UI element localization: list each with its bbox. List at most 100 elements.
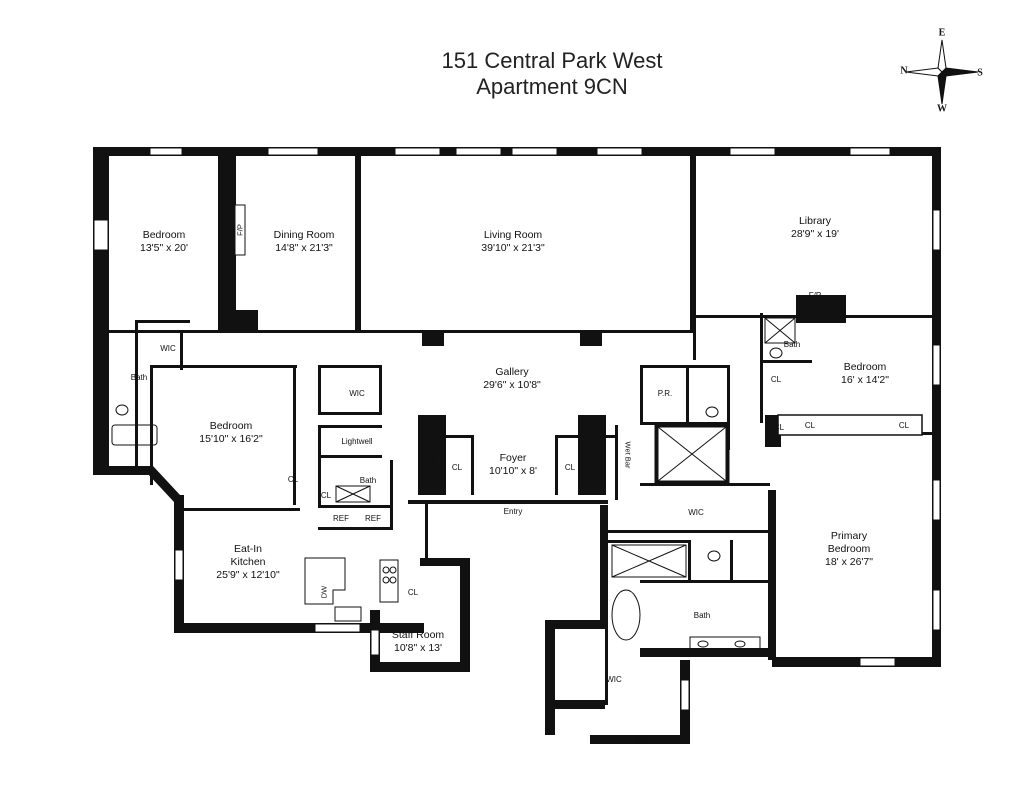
- primary-south-wall: [772, 657, 941, 667]
- entry-wall: [408, 500, 608, 504]
- wall-segment: [180, 330, 183, 370]
- wall-segment: [318, 365, 321, 415]
- room-dims: 39'10" x 21'3": [481, 242, 545, 254]
- wic-label: WIC: [635, 736, 651, 745]
- room-name: Bedroom: [142, 229, 186, 241]
- wall-segment: [150, 365, 297, 368]
- wall-segment: [218, 147, 236, 332]
- ref-label: REF: [333, 514, 349, 523]
- fireplace-block: [796, 295, 846, 323]
- compass-west-label: W: [937, 103, 947, 115]
- cl-label: CL: [804, 421, 816, 430]
- wall-segment: [600, 505, 608, 620]
- room-name-2: Kitchen: [230, 556, 266, 568]
- wall-segment: [390, 460, 393, 530]
- room-library: Library 28'9" x 19': [791, 215, 839, 241]
- wall-segment: [388, 330, 693, 333]
- wall-segment: [318, 412, 382, 415]
- lightwell-label: Lightwell: [341, 437, 373, 446]
- wall-segment: [147, 466, 180, 502]
- compass-south-label: S: [977, 67, 983, 79]
- kitchen-south-wall: [174, 623, 424, 633]
- cl-label: CL: [898, 421, 910, 430]
- entry-label: Entry: [503, 507, 523, 516]
- room-name: Foyer: [499, 452, 527, 464]
- wic-label: WIC: [606, 675, 622, 684]
- bath-label: Bath: [130, 373, 148, 382]
- wall-segment: [318, 365, 382, 368]
- wall-segment: [688, 540, 691, 580]
- column: [580, 333, 602, 346]
- wall-segment: [640, 580, 770, 583]
- room-name: Bedroom: [209, 420, 253, 432]
- closet-north-wall: [545, 620, 605, 629]
- column: [422, 333, 444, 346]
- wall-segment: [690, 156, 696, 331]
- wall-segment: [555, 435, 615, 438]
- wall-segment: [608, 530, 768, 533]
- wall-segment: [605, 620, 608, 705]
- room-kitchen: Eat-In Kitchen 25'9" x 12'10": [216, 543, 279, 582]
- room-living: Living Room 39'10" x 21'3": [481, 229, 544, 255]
- ref-label: REF: [365, 514, 381, 523]
- wall-segment: [355, 156, 361, 331]
- room-dims: 18' x 26'7": [824, 556, 874, 568]
- staff-north-wall: [420, 558, 470, 566]
- room-dims: 15'10" x 16'2": [199, 433, 263, 445]
- wall-segment: [188, 330, 388, 333]
- wall-segment: [686, 365, 689, 425]
- compass-north-label: N: [900, 65, 908, 77]
- compass-rose: [905, 39, 979, 105]
- closet-west-wall: [545, 620, 555, 735]
- cl-label: CL: [588, 439, 600, 448]
- cl-label: CL: [588, 482, 600, 491]
- wet-bar-label: Wet Bar: [623, 441, 633, 469]
- wall-segment: [93, 466, 153, 475]
- wall-segment: [760, 360, 812, 363]
- cl-label: CL: [770, 375, 782, 384]
- wall-segment: [640, 483, 770, 486]
- staff-east-wall: [460, 558, 470, 672]
- room-dims: 14'8" x 21'3": [275, 242, 333, 254]
- bath-label: Bath: [359, 476, 377, 485]
- cl-label: CL: [451, 463, 463, 472]
- fp-label: F/P: [808, 291, 822, 300]
- wall-segment: [730, 540, 733, 580]
- wall-segment: [693, 315, 941, 318]
- room-bedroom-mid: Bedroom 15'10" x 16'2": [199, 420, 262, 446]
- room-dims: 10'8" x 13': [393, 642, 443, 654]
- room-dims: 10'10" x 8': [488, 465, 538, 477]
- cl-label: CL: [287, 475, 299, 484]
- room-name: Primary: [830, 530, 868, 542]
- wall-segment: [318, 527, 393, 530]
- wic-label: WIC: [160, 344, 176, 353]
- fp-label-dining: F/P: [235, 224, 245, 236]
- wic-label: WIC: [688, 508, 704, 517]
- wall-segment: [379, 365, 382, 415]
- room-name: Living Room: [483, 229, 543, 241]
- wall-segment: [446, 435, 474, 438]
- room-dining: Dining Room 14'8" x 21'3": [274, 229, 335, 255]
- wall-segment: [640, 365, 643, 425]
- room-primary: Primary Bedroom 18' x 26'7": [825, 530, 873, 569]
- room-dims: 25'9" x 12'10": [216, 569, 280, 581]
- wall-segment: [318, 425, 321, 505]
- closet-wall: [545, 700, 605, 709]
- wall-segment: [640, 365, 730, 368]
- room-dims: 16' x 14'2": [840, 374, 890, 386]
- column: [765, 415, 781, 447]
- wall-segment: [608, 540, 688, 543]
- address-line: 151 Central Park West: [441, 48, 663, 73]
- wall-segment: [727, 365, 730, 450]
- room-dims: 28'9" x 19': [790, 228, 840, 240]
- wall-segment: [768, 490, 776, 660]
- wall-segment: [760, 313, 763, 423]
- wic-label: WIC: [349, 389, 365, 398]
- cl-label: CL: [564, 463, 576, 472]
- wall-segment: [555, 435, 558, 495]
- wall-segment: [318, 455, 382, 458]
- room-name-2: Bedroom: [827, 543, 871, 555]
- room-gallery: Gallery 29'6" x 10'8": [483, 366, 541, 392]
- wall-segment: [318, 425, 382, 428]
